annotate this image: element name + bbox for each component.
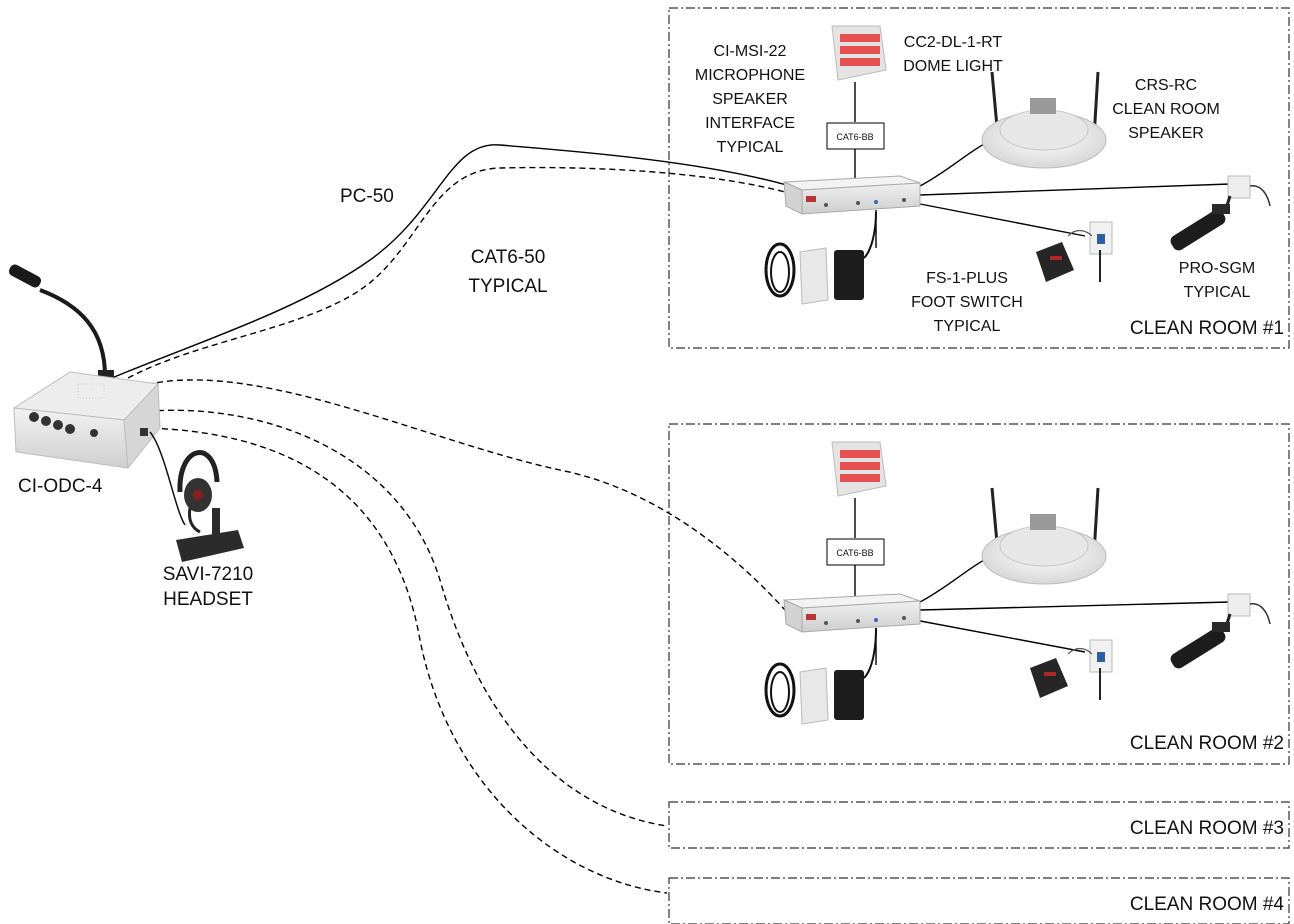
clean-room-1-label: CLEAN ROOM #1 bbox=[1130, 318, 1284, 339]
cat6-cable-room-3 bbox=[137, 409, 668, 827]
mic-capsule bbox=[8, 264, 42, 288]
interface-label-line3: SPEAKER bbox=[712, 91, 788, 108]
pc-50-cable bbox=[111, 144, 791, 379]
speaker-label-line3: SPEAKER bbox=[1128, 125, 1204, 142]
console-button-3 bbox=[53, 420, 63, 430]
cat6-50-label-line2: TYPICAL bbox=[468, 276, 547, 297]
r2-dome-light bbox=[831, 441, 887, 497]
speaker-label-line1: CRS-RC bbox=[1135, 77, 1197, 94]
r1-power-supply bbox=[764, 211, 877, 305]
console-label: CI-ODC-4 bbox=[18, 476, 103, 497]
mic-label-line2: TYPICAL bbox=[1184, 284, 1251, 301]
clean-room-3-label: CLEAN ROOM #3 bbox=[1130, 818, 1284, 839]
r1-foot-switch bbox=[1036, 221, 1113, 282]
interface-label-line5: TYPICAL bbox=[717, 139, 784, 156]
headset-label-line2: HEADSET bbox=[163, 589, 253, 610]
r2-wire-footswitch bbox=[914, 619, 1086, 653]
headset-stand bbox=[176, 530, 244, 562]
r2-pro-sgm-mic bbox=[1170, 593, 1271, 669]
dome-label-line1: CC2-DL-1-RT bbox=[904, 34, 1003, 51]
headset-boom bbox=[188, 507, 201, 534]
cat6-cable-room-4 bbox=[141, 427, 668, 894]
headset-stand-post bbox=[212, 508, 220, 536]
r1-cat6-bb-label: CAT6-BB bbox=[836, 132, 873, 142]
console-button-2 bbox=[41, 416, 51, 426]
console-button-4 bbox=[65, 424, 75, 434]
r1-pro-sgm-mic bbox=[1170, 175, 1271, 251]
room-1-equipment: CAT6-BB bbox=[764, 25, 1271, 305]
r1-ci-msi-22-unit bbox=[783, 175, 921, 215]
clean-room-1-zone bbox=[668, 7, 1290, 349]
clean-room-4-label: CLEAN ROOM #4 bbox=[1130, 894, 1285, 915]
headset-label-line1: SAVI-7210 bbox=[163, 564, 253, 585]
headset-red-ring bbox=[193, 490, 203, 500]
dome-label-line2: DOME LIGHT bbox=[903, 58, 1003, 75]
clean-room-2-zone bbox=[668, 423, 1290, 765]
r1-ceiling-speaker bbox=[981, 71, 1107, 169]
speaker-label-line2: CLEAN ROOM bbox=[1112, 101, 1220, 118]
headset-savi-7210 bbox=[149, 431, 244, 562]
r1-dome-light bbox=[831, 25, 887, 81]
pc-50-label: PC-50 bbox=[340, 186, 394, 207]
r1-wire-mic bbox=[919, 183, 1231, 196]
clean-room-4-zone bbox=[668, 877, 1290, 924]
r2-ci-msi-22-unit bbox=[783, 593, 921, 633]
console-ci-odc-4 bbox=[8, 264, 161, 470]
console-side bbox=[123, 382, 161, 470]
interface-label-line1: CI-MSI-22 bbox=[714, 43, 787, 60]
r2-wire-mic bbox=[919, 601, 1231, 611]
r1-wire-footswitch bbox=[914, 202, 1086, 237]
r2-cat6-bb-label: CAT6-BB bbox=[836, 548, 873, 558]
footswitch-label-line3: TYPICAL bbox=[934, 318, 1001, 335]
r2-wire-speaker bbox=[919, 555, 993, 603]
gooseneck-mic bbox=[39, 288, 107, 377]
footswitch-label-line2: FOOT SWITCH bbox=[911, 294, 1023, 311]
console-grille bbox=[77, 383, 105, 399]
console-button-5 bbox=[90, 429, 98, 437]
r2-foot-switch bbox=[1030, 639, 1113, 700]
console-jack bbox=[140, 428, 148, 436]
cat6-cable-room-2 bbox=[127, 379, 786, 611]
headset-cord bbox=[149, 431, 186, 526]
interface-label-line2: MICROPHONE bbox=[695, 67, 805, 84]
mic-label-line1: PRO-SGM bbox=[1179, 260, 1255, 277]
headset-band bbox=[177, 450, 220, 493]
r1-cat6-bb-box bbox=[826, 122, 885, 150]
r2-ceiling-speaker bbox=[981, 487, 1107, 585]
clean-room-3-zone bbox=[668, 801, 1290, 849]
cat6-cable-room-1 bbox=[127, 166, 786, 379]
clean-room-2-label: CLEAN ROOM #2 bbox=[1130, 733, 1284, 754]
cat6-50-label-line1: CAT6-50 bbox=[471, 247, 546, 268]
r2-cat6-bb-box bbox=[826, 538, 885, 566]
footswitch-label-line1: FS-1-PLUS bbox=[926, 270, 1008, 287]
r1-wire-speaker bbox=[919, 139, 993, 187]
room-2-equipment: CAT6-BB bbox=[764, 441, 1271, 725]
r2-power-supply bbox=[764, 627, 877, 725]
interface-label-line4: INTERFACE bbox=[705, 115, 795, 132]
console-button-1 bbox=[29, 412, 39, 422]
